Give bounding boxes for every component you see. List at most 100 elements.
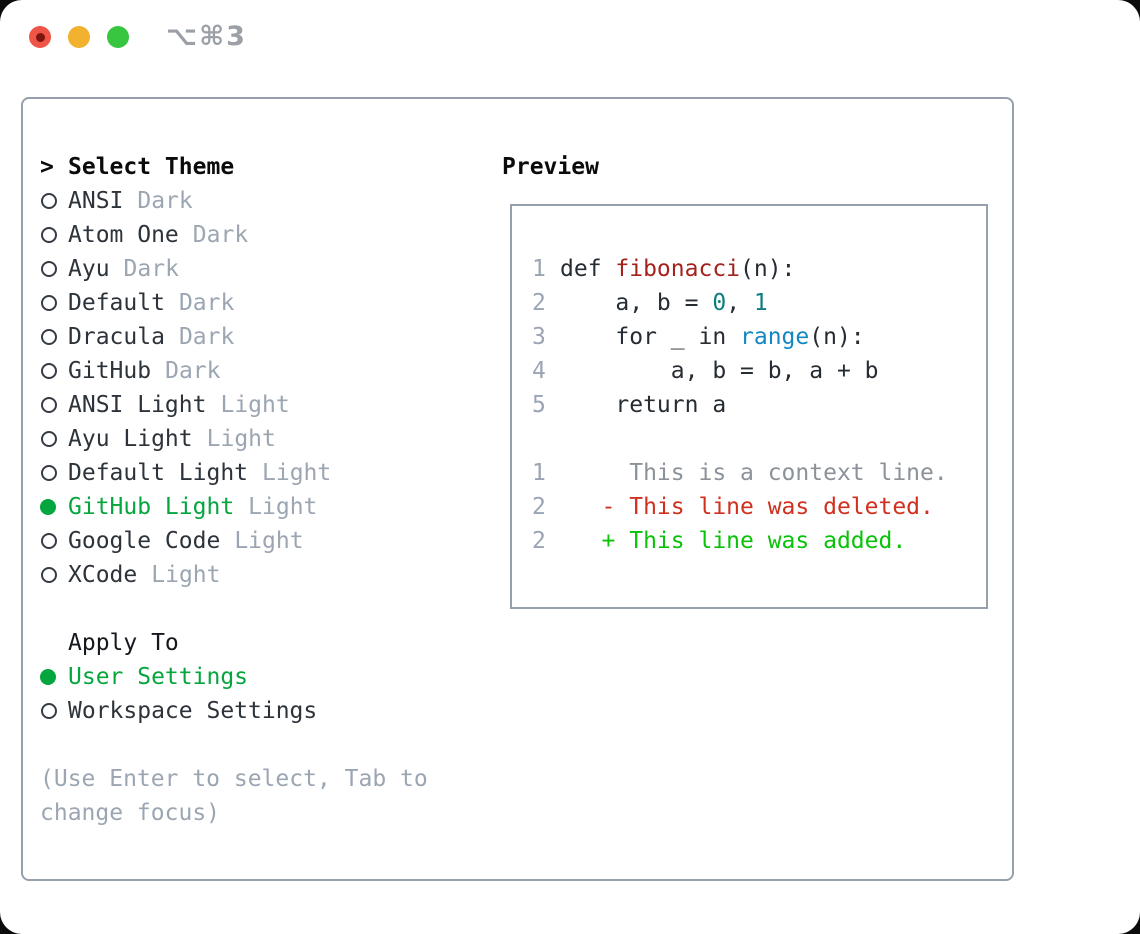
- theme-option-default[interactable]: Default Dark: [40, 286, 470, 320]
- code-line: 3 for _ in range(n):: [532, 320, 986, 354]
- theme-variant-label: Light: [234, 528, 304, 554]
- theme-variant-label: Light: [248, 494, 318, 520]
- code-line: 2 a, b = 0, 1: [532, 286, 986, 320]
- theme-variant-label: Light: [262, 460, 332, 486]
- theme-option-ansi[interactable]: ANSI Dark: [40, 184, 470, 218]
- line-number: 2: [532, 494, 546, 520]
- code-line: 2 - This line was deleted.: [532, 490, 986, 524]
- theme-variant-label: Light: [206, 426, 276, 452]
- theme-option-github[interactable]: GitHub Dark: [40, 354, 470, 388]
- apply-option-user-settings[interactable]: User Settings: [40, 660, 470, 694]
- code-line: 5 return a: [532, 388, 986, 422]
- theme-option-google-code[interactable]: Google Code Light: [40, 524, 470, 558]
- theme-name: GitHub Light: [68, 494, 235, 520]
- code-token-plain: (n):: [740, 256, 796, 282]
- window-title-shortcut: ⌥⌘3: [166, 21, 247, 52]
- code-token-plain: for _ in: [560, 324, 741, 350]
- line-number: 3: [532, 324, 546, 350]
- line-number: 4: [532, 358, 546, 384]
- theme-option-ayu-light[interactable]: Ayu Light Light: [40, 422, 470, 456]
- radio-unselected-icon: [41, 465, 57, 481]
- radio-selected-icon: [40, 499, 56, 515]
- theme-name: Dracula: [68, 324, 165, 350]
- code-token-plain: def: [560, 256, 616, 282]
- code-token-plain: a, b =: [560, 290, 713, 316]
- line-number: 2: [532, 528, 546, 554]
- apply-to-header: Apply To: [40, 626, 470, 660]
- code-token-context: This is a context line.: [560, 460, 948, 486]
- select-theme-title: Select Theme: [68, 154, 235, 180]
- radio-unselected-icon: [41, 431, 57, 447]
- code-line: 4 a, b = b, a + b: [532, 354, 986, 388]
- preview-title: Preview: [502, 154, 599, 180]
- code-token-plain: return a: [560, 392, 727, 418]
- line-number: 1: [532, 460, 546, 486]
- code-token-plain: a, b = b, a + b: [560, 358, 879, 384]
- spacer: [40, 592, 470, 626]
- theme-option-atom-one[interactable]: Atom One Dark: [40, 218, 470, 252]
- theme-name: Default: [68, 290, 165, 316]
- theme-option-dracula[interactable]: Dracula Dark: [40, 320, 470, 354]
- code-token-added: + This line was added.: [560, 528, 907, 554]
- theme-variant-label: Light: [220, 392, 290, 418]
- select-theme-header: > Select Theme: [40, 150, 470, 184]
- radio-unselected-icon: [41, 261, 57, 277]
- apply-option-workspace-settings[interactable]: Workspace Settings: [40, 694, 470, 728]
- theme-variant-label: Light: [151, 562, 221, 588]
- code-line: 1 This is a context line.: [532, 456, 986, 490]
- theme-name: ANSI: [68, 188, 124, 214]
- radio-unselected-icon: [41, 397, 57, 413]
- zoom-button[interactable]: [107, 26, 129, 48]
- radio-unselected-icon: [41, 295, 57, 311]
- radio-unselected-icon: [41, 703, 57, 719]
- radio-unselected-icon: [41, 533, 57, 549]
- code-token-deleted: - This line was deleted.: [560, 494, 934, 520]
- theme-name: Atom One: [68, 222, 179, 248]
- radio-selected-icon: [40, 669, 56, 685]
- theme-variant-label: Dark: [192, 222, 249, 248]
- code-token-builtin: range: [740, 324, 810, 350]
- code-token-plain: ,: [726, 290, 754, 316]
- theme-name: GitHub: [68, 358, 152, 384]
- theme-name: Google Code: [68, 528, 221, 554]
- radio-unselected-icon: [41, 193, 57, 209]
- close-dot-icon: [35, 32, 45, 42]
- theme-option-xcode[interactable]: XCode Light: [40, 558, 470, 592]
- apply-option-label: User Settings: [68, 664, 249, 690]
- theme-option-github-light[interactable]: GitHub Light Light: [40, 490, 470, 524]
- radio-unselected-icon: [41, 363, 57, 379]
- line-number: 2: [532, 290, 546, 316]
- theme-name: Ayu Light: [68, 426, 193, 452]
- theme-variant-label: Dark: [165, 358, 221, 384]
- code-line: [532, 422, 986, 456]
- line-number: 1: [532, 256, 546, 282]
- titlebar: ⌥⌘3: [0, 0, 1140, 75]
- theme-variant-label: Dark: [178, 290, 235, 316]
- apply-to-title: Apply To: [68, 630, 179, 656]
- code-token-plain: (n):: [809, 324, 865, 350]
- theme-name: Ayu: [68, 256, 110, 282]
- theme-option-ayu[interactable]: Ayu Dark: [40, 252, 470, 286]
- theme-variant-label: Dark: [123, 256, 179, 282]
- radio-unselected-icon: [41, 329, 57, 345]
- close-button[interactable]: [29, 26, 51, 48]
- radio-unselected-icon: [41, 227, 57, 243]
- radio-unselected-icon: [41, 567, 57, 583]
- keyboard-hint: (Use Enter to select, Tab to change focu…: [40, 766, 428, 826]
- theme-variant-label: Dark: [178, 324, 235, 350]
- line-number: 5: [532, 392, 546, 418]
- code-line: 2 + This line was added.: [532, 524, 986, 558]
- minimize-button[interactable]: [68, 26, 90, 48]
- theme-variant-label: Dark: [137, 188, 193, 214]
- theme-name: XCode: [68, 562, 138, 588]
- apply-option-label: Workspace Settings: [68, 698, 318, 724]
